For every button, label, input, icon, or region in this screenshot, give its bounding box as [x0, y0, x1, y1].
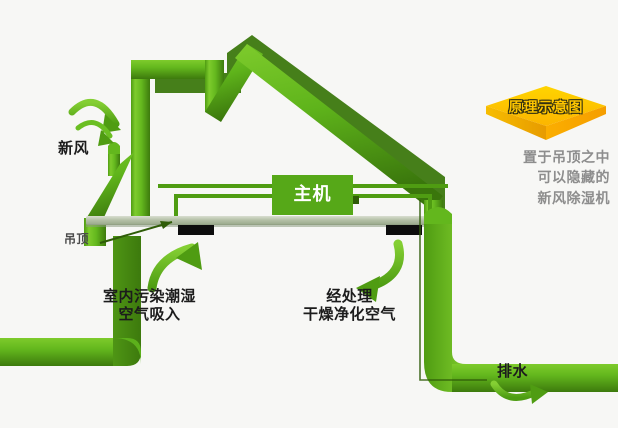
- label-fresh-air: 新风: [58, 139, 90, 157]
- curved-down-arrow-icon: [68, 99, 121, 146]
- badge-diamond-shape: [486, 86, 606, 140]
- label-indoor-air-intake: 室内污染潮湿 空气吸入: [103, 287, 197, 323]
- vent-left: [178, 225, 214, 235]
- principle-diagram-badge: 原理示意图: [484, 84, 608, 142]
- pointer-line-icon: [99, 221, 173, 244]
- curved-hook-arrow-icon: [490, 380, 548, 404]
- ceiling-slab: [86, 216, 438, 227]
- fresh-air-duct-pipe: [84, 142, 134, 246]
- curved-up-arrow-icon: [147, 242, 202, 293]
- main-unit-box[interactable]: 主机: [272, 175, 353, 215]
- label-treated-air-outlet: 经处理 干燥净化空气: [303, 287, 397, 323]
- curved-down-left-arrow-icon: [356, 239, 404, 302]
- label-ceiling: 吊顶: [64, 232, 90, 246]
- vent-right: [386, 225, 422, 235]
- main-unit-label: 主机: [293, 184, 332, 205]
- caption-text: 置于吊顶之中 可以隐藏的 新风除湿机: [523, 150, 610, 207]
- left-wall-pipe: [0, 236, 141, 366]
- drain-guide-frame: [419, 200, 487, 381]
- badge-label: 原理示意图: [508, 99, 584, 116]
- label-drainage: 排水: [497, 362, 529, 380]
